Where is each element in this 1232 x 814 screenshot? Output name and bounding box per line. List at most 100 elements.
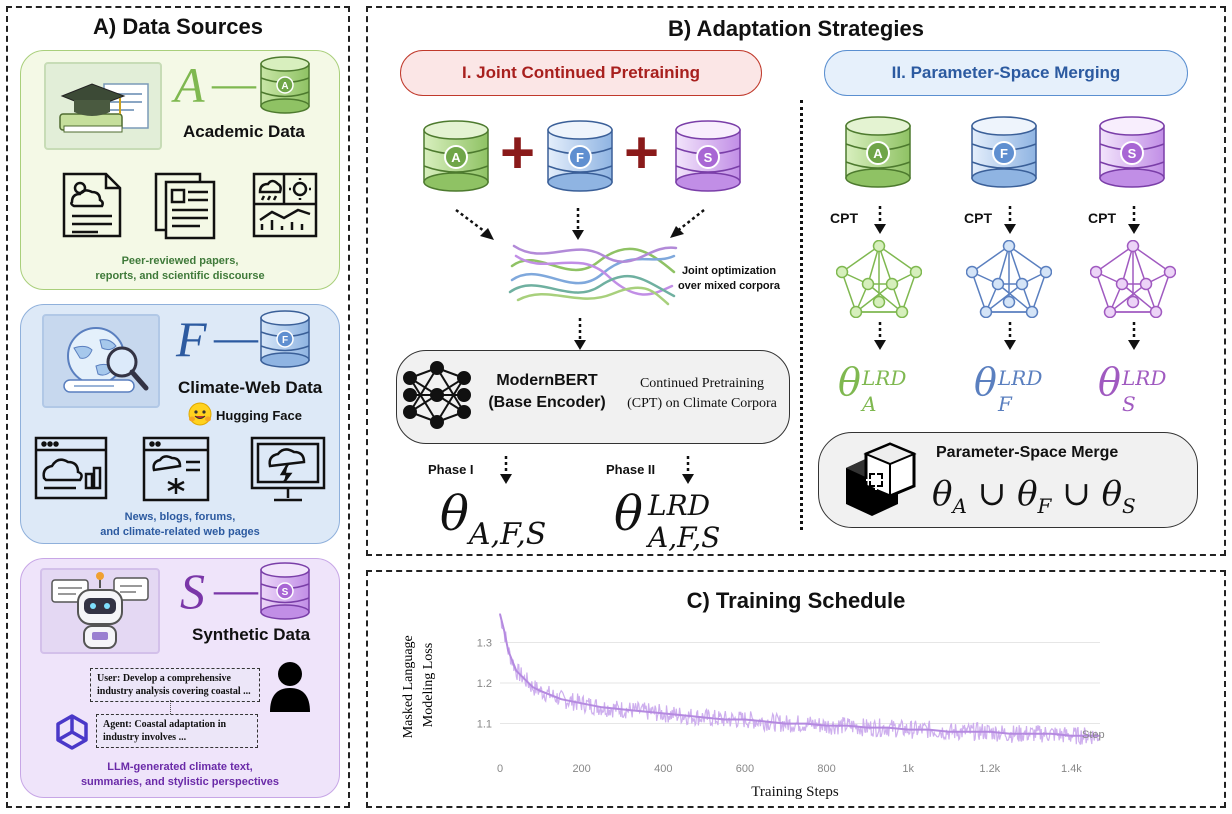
cpt-arrow-f [1000, 206, 1020, 241]
cpt-label-f: CPT [964, 210, 992, 226]
chart-y-axis-label: Masked Language Modeling Loss [392, 620, 446, 750]
chart-loss-point [1029, 732, 1032, 735]
academic-data-label: Academic Data [183, 122, 305, 141]
theta-a-symbol: θ [838, 360, 861, 404]
joint-database-s-icon: S [672, 120, 744, 199]
chart-x-tick-label: 400 [654, 763, 672, 775]
merge-title: Parameter-Space Merge [936, 444, 1119, 461]
theta-phase-2-superscript: LRD [648, 489, 711, 522]
panel-data-sources [6, 6, 350, 808]
user-message-line-2: industry analysis covering coastal ... [97, 686, 251, 697]
chart-loss-point [560, 698, 563, 701]
chart-loss-noise [499, 613, 1100, 745]
theta-arrow-a [870, 322, 890, 357]
chart-loss-point [499, 613, 501, 615]
climate-dashboard-icon [250, 170, 320, 245]
cpt-arrow-a [870, 206, 890, 241]
chart-loss-point [601, 706, 603, 709]
chart-loss-point [846, 724, 848, 727]
chart-loss-point [503, 629, 505, 632]
panel-a-title: A) Data Sources [93, 14, 263, 39]
chart-loss-point [948, 730, 950, 733]
chart-loss-point [805, 722, 807, 725]
chart-loss-point [968, 730, 971, 733]
theta-phase-1-subscript: A,F,S [468, 517, 547, 552]
merge-theta-a: θ [932, 474, 953, 514]
merge-db-s-label: S [1128, 146, 1137, 161]
chart-loss-point [703, 716, 705, 719]
mix-caption-1: Joint optimization [681, 265, 777, 277]
merge-theta-s-sub: S [1122, 494, 1136, 518]
academic-letter: A [174, 57, 205, 113]
chart-loss-point [540, 690, 542, 692]
chart-x-axis-label: Training Steps [751, 784, 839, 800]
merge-db-a-label: A [873, 146, 883, 161]
network-f-icon [965, 239, 1053, 323]
chart-x-tick-label: 1.2k [979, 763, 1000, 775]
chart-loss-point [1009, 732, 1012, 735]
database-a-icon: A [258, 56, 312, 119]
chart-loss-point [507, 649, 509, 652]
plus-sign-2: + [624, 119, 660, 186]
message-connector [170, 700, 171, 714]
synthetic-caption-2: summaries, and stylistic perspectives [80, 776, 280, 788]
merge-theta-s: θ [1101, 474, 1123, 514]
theta-s: θ LRD S [1098, 360, 1166, 416]
theta-s-subscript: S [1122, 392, 1136, 416]
parameter-merging-header: II. Parameter-Space Merging [824, 50, 1188, 96]
theta-f: θ LRD F [974, 360, 1042, 416]
merge-cubes-icon [836, 440, 918, 523]
llm-logo-icon [52, 712, 92, 757]
merge-formula: θA ∪ θF ∪ θS [932, 472, 1136, 528]
joint-database-f-icon: F [544, 120, 616, 199]
phase-2-arrow [678, 456, 698, 491]
chart-loss-point [866, 726, 869, 729]
document-pages-icon [152, 170, 222, 245]
user-person-icon [268, 660, 312, 717]
joint-db-f-label: F [576, 150, 584, 165]
chart-loss-line [499, 613, 1100, 737]
chart-x-tick-label: 200 [572, 763, 590, 775]
chart-loss-point [1091, 734, 1093, 737]
phase-1-label: Phase I [428, 462, 474, 477]
strategy-divider [800, 100, 803, 530]
merge-theta-f: θ [1017, 474, 1038, 514]
panel-training-schedule [366, 570, 1226, 808]
chart-loss-point [621, 708, 624, 711]
chart-loss-point [1099, 734, 1101, 737]
graduation-cap-icon [44, 62, 162, 150]
merge-union-1: ∪ [977, 474, 1007, 514]
chart-y-tick-label: 1.3 [477, 637, 492, 649]
theta-a: θ LRD A [838, 360, 906, 416]
joint-database-a-icon: A [420, 120, 492, 199]
chart-loss-point [784, 722, 787, 725]
joint-pretraining-header: I. Joint Continued Pretraining [400, 50, 762, 96]
agent-message-line-2: industry involves ... [103, 732, 187, 743]
synthetic-data-label: Synthetic Data [192, 625, 311, 644]
agent-message-bubble: Agent: Coastal adaptation in industry in… [96, 714, 258, 748]
database-f-icon: F [258, 310, 312, 373]
chart-loss-point [988, 730, 991, 733]
chart-loss-point [927, 728, 930, 731]
plus-sign-1: + [500, 119, 536, 186]
theta-phase-2-subscript: A,F,S [648, 521, 721, 554]
web-browser-icon [32, 434, 110, 509]
chart-y-axis-label-line-2: Modeling Loss [421, 643, 436, 727]
theta-phase-1: θA,F,S [440, 486, 546, 563]
weather-report-icon [58, 170, 128, 245]
theta-phase-2-symbol: θ [614, 486, 643, 542]
theta-arrow-f [1000, 322, 1020, 357]
theta-phase-1-symbol: θ [440, 486, 469, 542]
chart-x-tick-label: 600 [736, 763, 754, 775]
chart-loss-point [1070, 734, 1073, 737]
theta-arrow-s [1124, 322, 1144, 357]
hugging-face-icon [188, 402, 212, 431]
svg-text:F: F [282, 335, 288, 346]
chart-loss-point [523, 678, 526, 680]
hugging-face-label: Hugging Face [216, 408, 302, 423]
cpt-arrow-s [1124, 206, 1144, 241]
chart-loss-point [682, 714, 685, 717]
merge-theta-f-sub: F [1037, 494, 1052, 518]
chart-loss-point [515, 670, 518, 672]
panel-adaptation-strategies [366, 6, 1226, 556]
